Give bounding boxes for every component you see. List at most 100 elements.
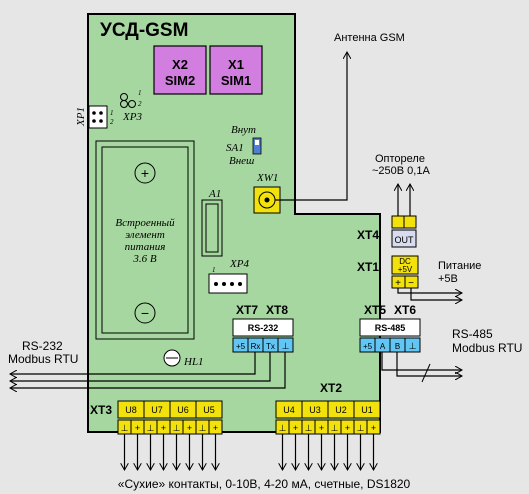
xp4-label: XP4 [229, 258, 249, 270]
right-unit-label: U1 [361, 405, 373, 415]
antenna-label: Антенна GSM [334, 32, 405, 44]
battery-minus: − [141, 305, 149, 321]
left-unit-u5: U5⊥+ [195, 400, 223, 470]
left-unit-label: U7 [151, 405, 163, 415]
left-unit-pin: ⊥ [173, 423, 181, 433]
battery-line-2: элемент [125, 229, 165, 241]
sim2-label-top: X2 [172, 57, 188, 72]
xt1-dc-connector: DC +5V + − [391, 255, 419, 289]
rs485-pin-a: A [380, 342, 386, 351]
xp3-label: XP3 [122, 111, 142, 123]
bottom-caption: «Сухие» контакты, 0-10В, 4-20 мА, счетны… [118, 477, 411, 491]
xp4-connector: 1 [208, 266, 248, 294]
sim1-label-top: X1 [228, 57, 244, 72]
rs485-pin-b: B [395, 342, 400, 351]
right-unit-u2: U2 ⊥ + [327, 400, 355, 470]
rs232-side-label-1: RS-232 [22, 339, 63, 353]
rs485-wire-a [381, 352, 462, 370]
power-label-1: Питание [438, 260, 481, 272]
right-unit-label: U3 [309, 405, 321, 415]
left-unit-u8: U8 ⊥ + [117, 400, 145, 470]
rs232-connector: RS-232 +5 Rx Tx ⊥ [232, 318, 294, 353]
sa1-vnut-label: Внут [231, 124, 256, 136]
sa1-switch [252, 137, 262, 155]
xt7-label: XT7 [236, 303, 258, 317]
right-unit-pin: ⊥ [357, 423, 365, 433]
sa1-label: SA1 [226, 142, 244, 154]
rs485-side-label-1: RS-485 [452, 327, 493, 341]
xp3-connector: 1 2 [120, 89, 142, 108]
battery-line-1: Встроенный [115, 217, 175, 229]
rs232-pin-rx: Rx [251, 342, 261, 351]
left-unit-pin: + [213, 423, 218, 433]
rs485-twist-mark [421, 363, 431, 383]
battery-line-4: 3.6 В [132, 253, 157, 265]
xw1-label: XW1 [256, 172, 278, 184]
xt2-label: XT2 [320, 381, 342, 395]
left-unit-pin: ⊥ [121, 423, 129, 433]
rs232-pin-gnd: ⊥ [282, 341, 290, 351]
xp1-label: XP1 [75, 107, 87, 127]
board-outline [87, 13, 381, 433]
hl1-label: HL1 [183, 356, 204, 368]
board-title: УСД-GSM [100, 20, 188, 41]
battery-plus: + [141, 165, 149, 181]
right-unit-pin: ⊥ [305, 423, 313, 433]
rs232-title: RS-232 [248, 323, 279, 333]
xp1-pin1: 1 [110, 109, 114, 117]
rs485-pin-gnd: ⊥ [409, 341, 417, 351]
rs232-wire-rx [10, 352, 256, 374]
xt1-minus: − [408, 278, 414, 289]
sa1-vnesh-label: Внеш [229, 155, 254, 167]
right-unit-u1: U1 ⊥ + [353, 400, 381, 470]
rs232-pin-tx: Tx [266, 342, 275, 351]
relay-label-2: ~250В 0,1А [372, 165, 430, 177]
right-unit-u3: U3 ⊥ + [301, 400, 329, 470]
left-unit-label: U8 [125, 405, 137, 415]
xp4-pin1: 1 [212, 266, 216, 274]
left-unit-u7: U7⊥+ [143, 400, 171, 470]
rs232-pin-5v: +5 [236, 342, 246, 351]
power-wire-plus [397, 288, 462, 293]
power-wire-minus [410, 288, 462, 300]
hl1-led [163, 349, 181, 367]
sim2-holder: X2 SIM2 [153, 45, 207, 95]
left-unit-u6: U6⊥+ [169, 400, 197, 470]
xt5-label: XT5 [364, 303, 386, 317]
xt8-label: XT8 [266, 303, 288, 317]
xt3-terminal-block: U8⊥+U7⊥+U6⊥+U5⊥+ [117, 400, 223, 470]
left-unit-label: U6 [177, 405, 189, 415]
xt4-label: XT4 [357, 228, 379, 242]
left-unit-pin: + [161, 423, 166, 433]
sim1-holder: X1 SIM1 [209, 45, 263, 95]
right-unit-u4: U4⊥+ [275, 400, 303, 470]
sim1-label-bottom: SIM1 [221, 73, 251, 88]
right-unit-pin: ⊥ [279, 423, 287, 433]
rs485-title: RS-485 [375, 323, 406, 333]
xp1-pin2: 2 [110, 118, 114, 126]
a1-label: A1 [208, 188, 221, 200]
xp3-pin2: 2 [138, 100, 142, 108]
rs485-pin-5v: +5 [363, 342, 373, 351]
rs232-wire-tx [10, 352, 271, 381]
rs485-wire-b [396, 352, 462, 376]
right-unit-label: U2 [335, 405, 347, 415]
left-unit-pin: ⊥ [199, 423, 207, 433]
xt2-terminal-block: U4⊥+ U3 ⊥ + U2 ⊥ + U1 ⊥ + [275, 400, 381, 470]
left-unit-pin: + [135, 423, 140, 433]
xt1-dc-text: DC [399, 257, 411, 266]
relay-label-1: Опторелe [375, 153, 425, 165]
xt4-out-text: OUT [395, 235, 415, 245]
xt1-5v-text: +5V [398, 265, 413, 274]
xt4-out-connector: OUT [391, 215, 417, 248]
right-unit-pin: + [371, 423, 376, 433]
xt1-label: XT1 [357, 260, 379, 274]
rs485-connector: RS-485 +5 A B ⊥ [359, 318, 421, 353]
xp3-pin1: 1 [138, 89, 142, 97]
rs232-side-label-2: Modbus RTU [8, 352, 78, 366]
right-unit-pin: + [319, 423, 324, 433]
right-unit-pin: + [345, 423, 350, 433]
sim2-label-bottom: SIM2 [165, 73, 195, 88]
right-unit-pin: ⊥ [331, 423, 339, 433]
